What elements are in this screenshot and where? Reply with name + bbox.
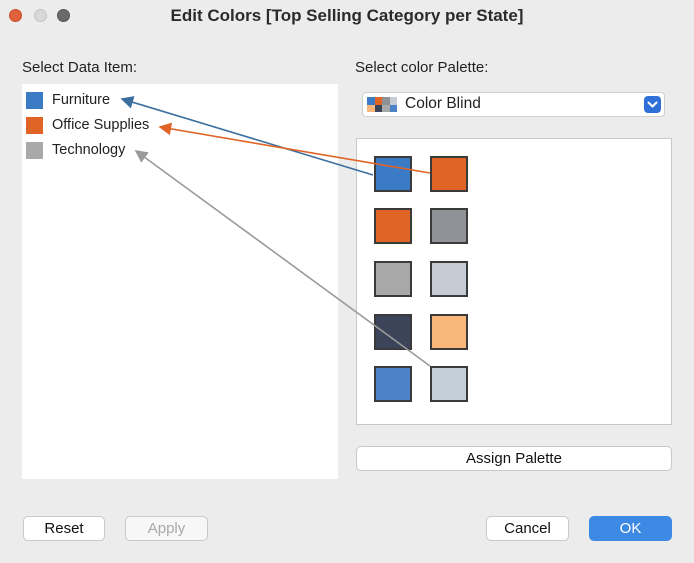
palette-swatch[interactable] — [430, 156, 468, 192]
minimize-window-button[interactable] — [34, 9, 47, 22]
ok-button[interactable]: OK — [589, 516, 672, 541]
palette-swatch-panel — [356, 138, 672, 425]
data-item-label: Furniture — [52, 92, 111, 108]
palette-dropdown[interactable]: Color Blind — [362, 92, 665, 117]
office-supplies-color-swatch — [26, 116, 43, 134]
cancel-button[interactable]: Cancel — [486, 516, 569, 541]
chevron-down-icon[interactable] — [644, 96, 661, 113]
palette-swatch[interactable] — [374, 261, 412, 297]
palette-swatch[interactable] — [430, 261, 468, 297]
palette-swatch[interactable] — [430, 314, 468, 350]
apply-button[interactable]: Apply — [125, 516, 208, 541]
data-item-furniture[interactable]: Furniture — [26, 90, 110, 110]
data-item-label: Technology — [52, 142, 126, 158]
assign-palette-button[interactable]: Assign Palette — [356, 446, 672, 471]
data-item-technology[interactable]: Technology — [26, 140, 125, 160]
select-data-item-heading: Select Data Item: — [22, 59, 138, 76]
select-palette-heading: Select color Palette: — [355, 59, 489, 76]
color-blind-palette-icon — [367, 97, 397, 112]
window-title: Edit Colors [Top Selling Category per St… — [170, 6, 524, 25]
palette-swatch[interactable] — [430, 208, 468, 244]
palette-selected-value: Color Blind — [405, 95, 481, 112]
data-item-list: Furniture Office Supplies Technology — [22, 84, 338, 479]
technology-color-swatch — [26, 141, 43, 159]
furniture-color-swatch — [26, 91, 43, 109]
palette-swatch[interactable] — [374, 314, 412, 350]
palette-swatch[interactable] — [374, 208, 412, 244]
palette-swatch[interactable] — [430, 366, 468, 402]
data-item-label: Office Supplies — [52, 117, 150, 133]
reset-button[interactable]: Reset — [23, 516, 105, 541]
zoom-window-button[interactable] — [57, 9, 70, 22]
data-item-office-supplies[interactable]: Office Supplies — [26, 115, 149, 135]
palette-swatch[interactable] — [374, 366, 412, 402]
palette-swatch[interactable] — [374, 156, 412, 192]
title-bar: Edit Colors [Top Selling Category per St… — [0, 0, 694, 34]
close-window-button[interactable] — [9, 9, 22, 22]
